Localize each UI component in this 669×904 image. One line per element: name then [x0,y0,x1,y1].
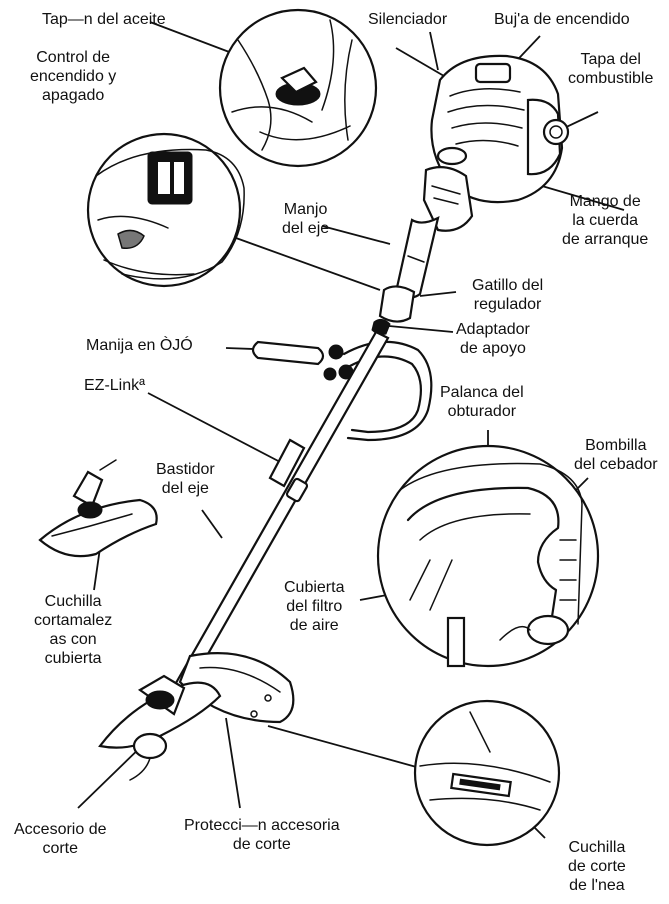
label-fuel-cap: Tapa del combustible [568,50,653,88]
label-spark-plug: Buj'a de encendido [494,10,630,29]
label-support-adapter: Adaptador de apoyo [456,320,530,358]
line-cutter-detail-icon [415,701,559,845]
label-air-filter-cover: Cubierta del filtro de aire [284,578,344,635]
label-shaft-housing: Bastidor del eje [156,460,215,498]
choke-primer-detail-icon [378,446,598,666]
on-off-switch-detail-icon [88,134,244,286]
label-j-handle: Manija en ÒJÓ [86,336,193,355]
label-starter-handle: Mango de la cuerda de arranque [562,192,648,249]
label-muffler: Silenciador [368,10,447,29]
label-primer-bulb: Bombilla del cebador [574,436,658,474]
engine-illustration [424,56,568,231]
label-line-cutter-blade: Cuchilla de corte de l'nea [568,838,626,895]
trimmer-head-icon [100,653,293,780]
label-hedge-blade: Cuchilla cortamalez as con cubierta [34,592,112,668]
label-choke-lever: Palanca del obturador [440,383,524,421]
label-ez-link: EZ-Linkª [84,376,145,395]
hedge-blade-attachment-icon [40,460,157,556]
oil-cap-detail-icon [220,10,376,166]
upper-handle-icon [372,218,438,335]
label-shaft-handle: Manjo del eje [282,200,329,238]
label-throttle-trigger: Gatillo del regulador [472,276,543,314]
label-on-off-control: Control de encendido y apagado [30,48,116,105]
label-cutting-attachment: Accesorio de corte [14,820,107,858]
label-oil-cap: Tap—n del aceite [42,10,166,29]
label-attachment-guard: Protecci—n accesoria de corte [184,816,340,854]
